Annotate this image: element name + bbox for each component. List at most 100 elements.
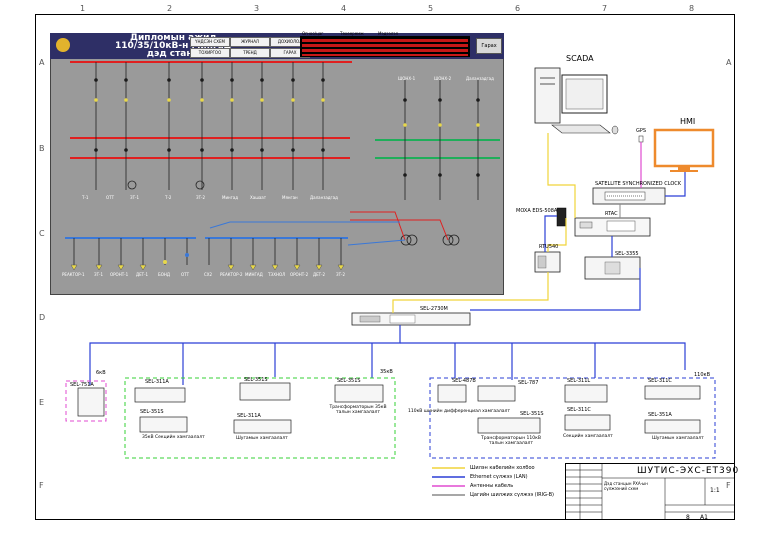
moxa-label: MOXA EDS-508A: [516, 208, 558, 214]
ruler-row-a-right: A: [726, 58, 732, 67]
ruler-col-2: 2: [167, 4, 173, 13]
bay-35-7: Хашаат: [250, 195, 267, 200]
ruler-col-3: 3: [254, 4, 260, 13]
bay-35-1: Т-1: [82, 195, 89, 200]
sel487b-label: SEL-487B: [452, 378, 476, 384]
bay-35-8: Мянган: [282, 195, 298, 200]
rtac-label: RTAC: [605, 211, 618, 217]
note-110-diff: 110кВ шинийн дифференциал хамгаалалт: [408, 409, 510, 414]
transformer-symbols: [127, 180, 460, 246]
title-block: [565, 463, 735, 520]
scada-btn-main[interactable]: ҮНДСЭН СХЕМ: [190, 37, 230, 47]
sel787-label: SEL-787: [518, 380, 539, 386]
group-110kv-box: [429, 377, 716, 459]
note-110-trafo: Трансформаторын 110кВ талын хамгаалалт: [481, 436, 541, 446]
ruler-row-b: B: [39, 144, 45, 153]
title-block-grid: [565, 463, 735, 520]
scada-btn-settings[interactable]: ТОХИРГОО: [190, 48, 230, 58]
bay-10-13: ЗТ-2: [336, 272, 345, 277]
bay-10-4: ДЕТ-1: [136, 272, 149, 277]
rtac-device: [574, 217, 651, 237]
legend-lan: Ethernet сүлжээ (LAN): [470, 474, 528, 480]
event-col-time: Огноо/цаг: [302, 31, 324, 36]
sel351s-1-label: SEL-351S: [140, 409, 164, 415]
bay-35-4: Т-2: [165, 195, 172, 200]
title-block-number: 8: [686, 514, 690, 521]
university-logo-icon: [56, 38, 70, 52]
legend-fiber: Шилэн кабелийн холбоо: [470, 465, 535, 471]
scada-pc-icon: [534, 67, 619, 135]
ruler-col-4: 4: [341, 4, 347, 13]
scada-exit-button[interactable]: Гарах: [476, 38, 502, 54]
note-110-section: Секцийн хамгаалалт: [563, 434, 613, 439]
voltage-35kv: 35кВ: [380, 369, 393, 375]
sel351s-3-label: SEL-351S: [337, 378, 361, 384]
hmi-label: HMI: [680, 117, 696, 126]
scada-btn-journal[interactable]: ЖУРНАЛ: [230, 37, 270, 47]
ruler-row-f: F: [39, 481, 44, 490]
group-6kv-box: [65, 380, 107, 422]
bay-35-9: Даланзадгад: [310, 195, 338, 200]
note-35-section: 35кВ Секцийн хамгаалалт: [142, 435, 205, 440]
bay-10-7: СХ2: [204, 272, 213, 277]
bay-35-5: ЗТ-2: [196, 195, 205, 200]
bay-label-110-1: ШОНХ-1: [398, 76, 416, 81]
bay-10-9: МИНГАД: [245, 272, 263, 277]
voltage-6kv: 6кВ: [96, 370, 106, 376]
sel351s-4-label: SEL-351S: [520, 411, 544, 417]
legend-irig: Цагийн шилжих сүлжээ (IRIG-B): [470, 492, 554, 498]
sel311l-label: SEL-311L: [567, 378, 591, 384]
title-block-scale: 1:1: [710, 487, 720, 494]
ruler-col-5: 5: [428, 4, 434, 13]
note-35-trafo: Трансформаторын 35кВ талын хамгаалалт: [329, 405, 387, 415]
bay-10-2: ЗТ-1: [94, 272, 103, 277]
sel3355-computer: [584, 256, 641, 280]
event-col-info: Мэдээлэл: [378, 31, 399, 36]
gps-antenna-icon: [638, 135, 644, 178]
ruler-row-c: C: [39, 229, 45, 238]
sel2730m-switch: [351, 312, 471, 326]
ruler-row-f-right: F: [726, 481, 731, 490]
note-110-line: Шугамын хамгаалалт: [652, 436, 704, 441]
satellite-clock-device: [592, 187, 666, 205]
sel311c-1-label: SEL-311C: [567, 407, 591, 413]
ruler-col-7: 7: [602, 4, 608, 13]
clock-label: SATELLITE SYNCHRONIZED CLOCK: [595, 181, 682, 187]
sel311a-2-label: SEL-311A: [237, 413, 261, 419]
bay-35-6: Мингад: [222, 195, 238, 200]
ruler-row-e: E: [39, 398, 45, 407]
bay-10-1: РЕАКТОР-1: [62, 272, 85, 277]
sel351a-label: SEL-351A: [648, 412, 672, 418]
sel751a-label: SEL-751A: [70, 382, 94, 388]
rtu540-device: [534, 251, 561, 273]
bay-label-110-2: ШОНХ-2: [434, 76, 452, 81]
load-triangles: [70, 264, 345, 271]
ruler-col-6: 6: [515, 4, 521, 13]
sel311a-1-label: SEL-311A: [145, 379, 169, 385]
fiber-links: [392, 133, 576, 313]
sel3355-label: SEL-3355: [615, 251, 639, 257]
switch-label: SEL-2730M: [420, 306, 448, 312]
note-35-bus: Шугамын хамгаалалт: [236, 436, 288, 441]
bay-10-11: ОРОНТ-2: [290, 272, 309, 277]
ruler-col-8: 8: [689, 4, 695, 13]
event-col-device: Төхөөрөмж: [340, 31, 364, 36]
sel351s-2-label: SEL-351S: [244, 377, 268, 383]
bay-10-5: БОНД: [158, 272, 171, 277]
title-block-title: ШУТИС-ЭХС-ЕТ390: [637, 466, 740, 476]
ruler-row-a: A: [39, 58, 45, 67]
rtu540-label: RTU540: [539, 244, 559, 250]
sel311c-2-label: SEL-311C: [648, 378, 672, 384]
scada-btn-trend[interactable]: ТРЕНД: [230, 48, 270, 58]
bay-label-110-3: Даланзадгад: [466, 76, 494, 81]
voltage-110kv: 110кВ: [694, 372, 710, 378]
event-log-rows: [302, 39, 468, 56]
hmi-monitor-icon: [653, 128, 715, 172]
scada-label: SCADA: [566, 54, 594, 63]
ruler-col-1: 1: [80, 4, 86, 13]
moxa-switch-device: [556, 207, 567, 227]
bay-35-2: ОТТ: [106, 195, 115, 200]
relay-boxes: [77, 382, 701, 434]
breaker-dots: [94, 78, 480, 264]
